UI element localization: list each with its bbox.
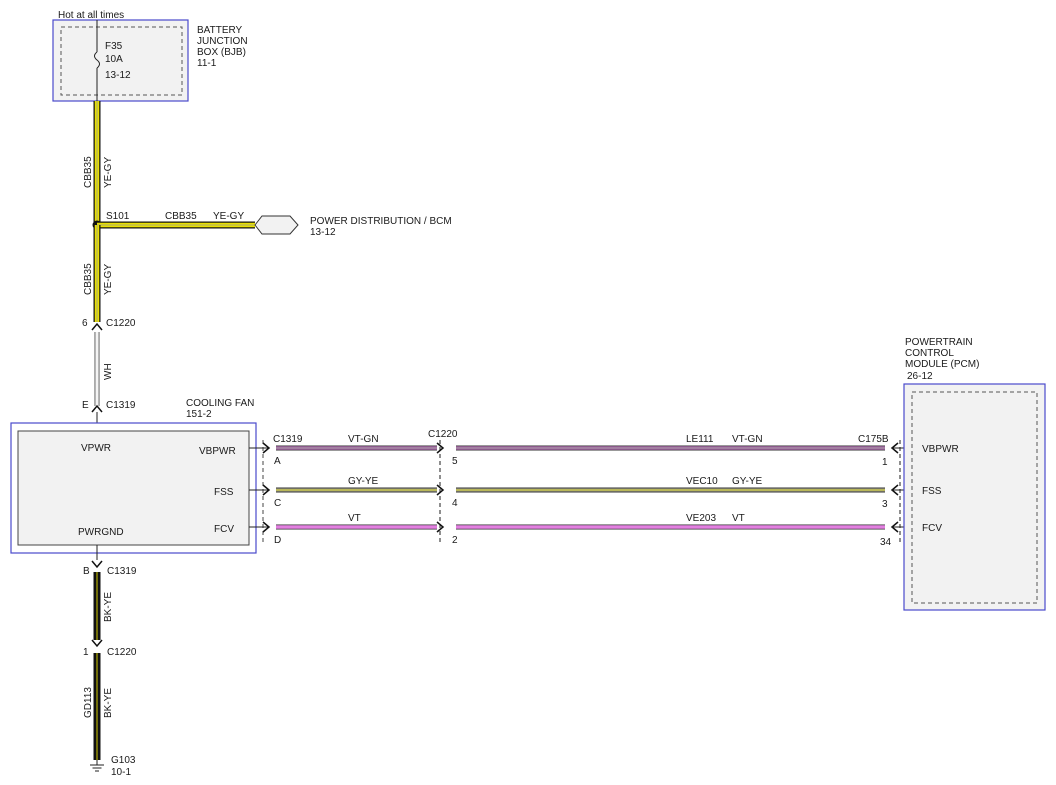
- row-fcv-circuit: VE203: [686, 513, 716, 524]
- bjb-title-line1: BATTERY: [197, 25, 243, 36]
- row-fcv-pin-end: 34: [880, 537, 892, 548]
- row-fss-pin-mid: 4: [452, 498, 458, 509]
- connector-c1220-bottom-icon[interactable]: [91, 639, 103, 648]
- cooling-fan-pin-vbpwr: VBPWR: [199, 446, 236, 457]
- ground-icon: [90, 760, 104, 772]
- row-fcv-pin-mid: 2: [452, 535, 458, 546]
- harness-c1319-label: C1319: [273, 434, 303, 445]
- c1220-bottom-name: C1220: [107, 647, 137, 658]
- pcm-title-line2: CONTROL: [905, 348, 954, 359]
- pcm-module-box[interactable]: [903, 383, 1046, 611]
- fcv-c1220-pin-icon[interactable]: [436, 521, 445, 533]
- connector-c1220-top-icon[interactable]: [91, 322, 103, 331]
- bjb-title-line2: JUNCTION: [197, 36, 248, 47]
- pcm-ref: 26-12: [907, 371, 933, 382]
- c1220-top-pin: 6: [82, 318, 88, 329]
- vbpwr-c1220-pin-icon[interactable]: [436, 442, 445, 454]
- fss-c1220-pin-icon[interactable]: [436, 484, 445, 496]
- cooling-fan-pin-fss: FSS: [214, 487, 234, 498]
- wire-mid-circuit: CBB35: [83, 263, 94, 295]
- fuse-ref: 13-12: [105, 70, 131, 81]
- fuse-icon: [94, 51, 100, 69]
- wire-wh-color: WH: [103, 363, 114, 380]
- cooling-fan-inner-box: [17, 430, 250, 546]
- row-vbpwr-pin-a: A: [274, 456, 281, 467]
- row-fcv-left-color: VT: [348, 513, 361, 524]
- bjb-inner-box: [60, 26, 183, 96]
- c1220-top-name: C1220: [106, 318, 136, 329]
- pcm-pin-fss: FSS: [922, 486, 942, 497]
- bjb-module-box[interactable]: [52, 19, 189, 102]
- row-fcv-pin-a: D: [274, 535, 281, 546]
- wire-upper-circuit: CBB35: [83, 156, 94, 188]
- splice-color: YE-GY: [213, 211, 244, 222]
- row-vbpwr-right-color: VT-GN: [732, 434, 763, 445]
- splice-circuit: CBB35: [165, 211, 197, 222]
- c1319-bottom-name: C1319: [107, 566, 137, 577]
- wire-upper-color: YE-GY: [103, 157, 114, 188]
- cooling-fan-ref: 151-2: [186, 409, 212, 420]
- cooling-fan-title: COOLING FAN: [186, 398, 254, 409]
- row-vbpwr-circuit: LE111: [686, 434, 714, 445]
- cooling-fan-pin-vpwr: VPWR: [81, 443, 111, 454]
- c1319-bottom-pin: B: [83, 566, 90, 577]
- bjb-ref: 11-1: [197, 58, 217, 69]
- connector-c1319-top-icon[interactable]: [91, 404, 103, 413]
- harness-c175b-label: C175B: [858, 434, 889, 445]
- wire-gd113-circuit: GD113: [83, 687, 94, 718]
- pcm-title-line1: POWERTRAIN: [905, 337, 973, 348]
- power-distribution-ref: 13-12: [310, 227, 336, 238]
- harness-c1220-label: C1220: [428, 429, 458, 440]
- c1319-top-name: C1319: [106, 400, 136, 411]
- vbpwr-c1319-pin-icon[interactable]: [262, 442, 271, 454]
- row-fss-pin-a: C: [274, 498, 281, 509]
- fuse-name: F35: [105, 41, 123, 52]
- power-distribution-arrow-icon[interactable]: [254, 215, 299, 235]
- pcm-title-line3: MODULE (PCM): [905, 359, 979, 370]
- ground-name: G103: [111, 755, 136, 766]
- fuse-rating: 10A: [105, 54, 123, 65]
- wire-mid-color: YE-GY: [103, 264, 114, 295]
- row-vbpwr-left-color: VT-GN: [348, 434, 379, 445]
- fcv-c1319-pin-icon[interactable]: [262, 521, 271, 533]
- fss-c1319-pin-icon[interactable]: [262, 484, 271, 496]
- wire-gd113-color: BK-YE: [103, 688, 114, 718]
- row-fcv-right-color: VT: [732, 513, 745, 524]
- ground-ref: 10-1: [111, 767, 131, 778]
- row-vbpwr-pin-mid: 5: [452, 456, 458, 467]
- wire-bk-ye-upper-color: BK-YE: [103, 592, 114, 622]
- row-vbpwr-pin-end: 1: [882, 457, 888, 468]
- splice-name: S101: [106, 211, 130, 222]
- row-fss-circuit: VEC10: [686, 476, 718, 487]
- hot-at-all-times-label: Hot at all times: [58, 10, 124, 21]
- row-fss-right-color: GY-YE: [732, 476, 763, 487]
- connector-c1319-bottom-icon[interactable]: [91, 560, 103, 569]
- bjb-title-line3: BOX (BJB): [197, 47, 246, 58]
- power-distribution-label: POWER DISTRIBUTION / BCM: [310, 216, 452, 227]
- row-fss-left-color: GY-YE: [348, 476, 379, 487]
- c1220-bottom-pin: 1: [83, 647, 89, 658]
- row-fss-pin-end: 3: [882, 499, 888, 510]
- pcm-pin-vbpwr: VBPWR: [922, 444, 959, 455]
- c1319-top-pin: E: [82, 400, 89, 411]
- pcm-pin-fcv: FCV: [922, 523, 942, 534]
- cooling-fan-pin-fcv: FCV: [214, 524, 234, 535]
- cooling-fan-pin-pwrgnd: PWRGND: [78, 527, 124, 538]
